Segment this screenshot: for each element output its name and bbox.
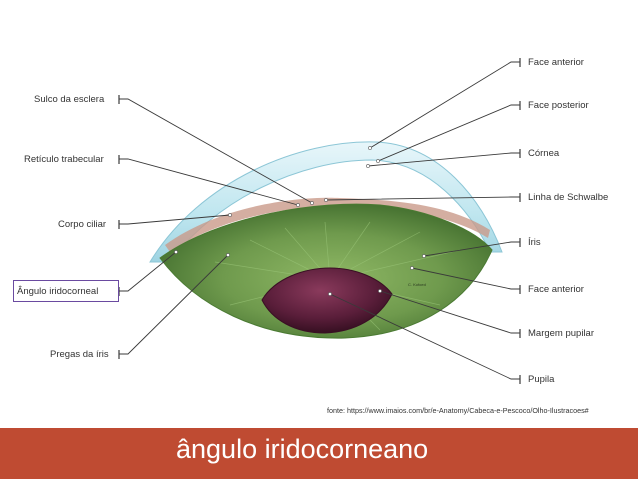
label-pupila: Pupila (528, 374, 555, 385)
label-margem-pupilar: Margem pupilar (528, 328, 594, 339)
source-caption: fonte: https://www.imaios.com/br/e-Anato… (327, 406, 589, 415)
illustrator-signature: C. Kofoed (408, 282, 426, 287)
label-reticulo-trabecular: Retículo trabecular (24, 154, 104, 165)
slide-title: ângulo iridocorneano (176, 434, 429, 464)
label-face-anterior-cornea: Face anterior (528, 57, 584, 68)
label-sulco-da-esclera: Sulco da esclera (34, 94, 105, 105)
label-angulo-iridocorneal: Ângulo iridocorneal (17, 286, 98, 297)
label-face-anterior-iris: Face anterior (528, 284, 584, 295)
title-bar: ângulo iridocorneano (0, 428, 638, 479)
label-iris: Íris (528, 237, 541, 248)
eye-anatomy-diagram: C. Kofoed Sulco da esclera Retículo trab… (17, 57, 608, 385)
cornea-shape (149, 141, 503, 263)
label-corpo-ciliar: Corpo ciliar (58, 219, 106, 230)
pupil-shape (261, 267, 393, 334)
highlight-box-angulo-iridocorneal (13, 280, 119, 302)
label-face-posterior: Face posterior (528, 100, 589, 111)
label-pregas-da-iris: Pregas da íris (50, 349, 109, 360)
label-linha-de-schwalbe: Linha de Schwalbe (528, 192, 608, 203)
label-cornea: Córnea (528, 148, 560, 159)
